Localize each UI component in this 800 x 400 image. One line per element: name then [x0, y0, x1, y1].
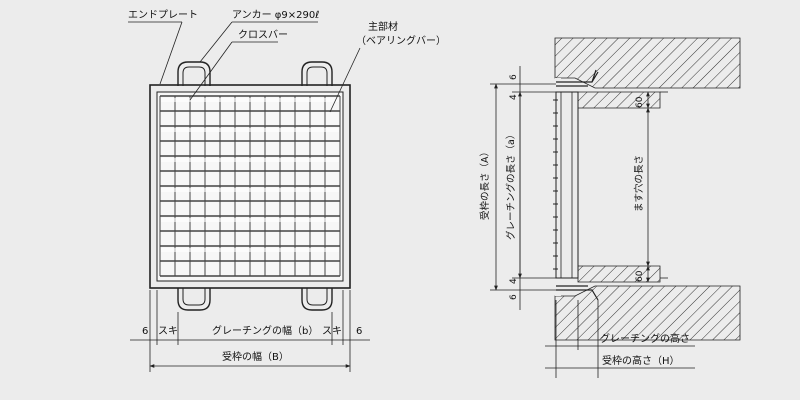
anchor-bottom-left: [177, 288, 211, 311]
dim-frame-width: 受枠の幅（B）: [222, 350, 289, 363]
frame-angle-top: [556, 69, 599, 87]
grid-highlight: [161, 98, 339, 102]
dim-frame-height: 受枠の高さ（H）: [602, 354, 680, 367]
concrete-bottom: [554, 285, 741, 341]
dim-six-top: 6: [509, 74, 519, 80]
dim-suki-left: スキ: [158, 326, 178, 337]
dim-four-bottom: 4: [509, 278, 519, 284]
label-end-plate: エンドプレート: [128, 9, 198, 21]
dim-six-left: 6: [142, 326, 148, 337]
grid-highlight: [161, 158, 339, 162]
grid-highlight: [161, 248, 339, 252]
label-main-member: 主部材: [368, 20, 398, 33]
dim-grating-length: グレーチングの長さ（a）: [505, 130, 517, 240]
frame-angle-bottom: [556, 285, 599, 301]
label-anchor: アンカー φ9×290ℓ: [232, 9, 319, 21]
dim-grating-width: グレーチングの幅（b）: [212, 324, 318, 337]
dim-frame-length: 受枠の長さ（A）: [479, 147, 491, 220]
plan-view: エンドプレート アンカー φ9×290ℓ クロスバー 主部材 （ベアリングバー）…: [128, 9, 446, 372]
grid-highlight: [161, 128, 339, 132]
dim-suki-right: スキ: [322, 326, 342, 337]
grating-body: [555, 91, 579, 279]
grid-highlight: [161, 188, 339, 192]
dim-pit-length: ます穴の長さ: [633, 155, 645, 212]
section-dimensions: [490, 66, 695, 378]
label-bearing-bar: （ベアリングバー）: [356, 34, 446, 47]
outer-frame: [149, 84, 351, 289]
dim-sixty-top: 60: [635, 96, 645, 108]
dim-six-bottom: 6: [509, 294, 519, 300]
anchor-bottom-right: [301, 288, 333, 311]
plan-dimensions: [130, 290, 370, 372]
bearing-bar-ticks: [553, 99, 558, 270]
grating-grid: [159, 95, 341, 277]
label-cross-bar: クロスバー: [238, 29, 288, 41]
dim-six-right: 6: [356, 326, 362, 337]
grid-highlight: [161, 218, 339, 222]
dim-four-top: 4: [509, 94, 519, 100]
section-view: 6 4 4 6 受枠の長さ（A） グレーチングの長さ（a） 60 60 ます穴の…: [479, 37, 741, 378]
dim-grating-height: グレーチングの高さ: [600, 332, 690, 345]
dim-sixty-bottom: 60: [635, 270, 645, 282]
anchor-top-left: [177, 61, 211, 86]
anchor-top-right: [301, 61, 333, 86]
concrete-top: [554, 37, 741, 89]
